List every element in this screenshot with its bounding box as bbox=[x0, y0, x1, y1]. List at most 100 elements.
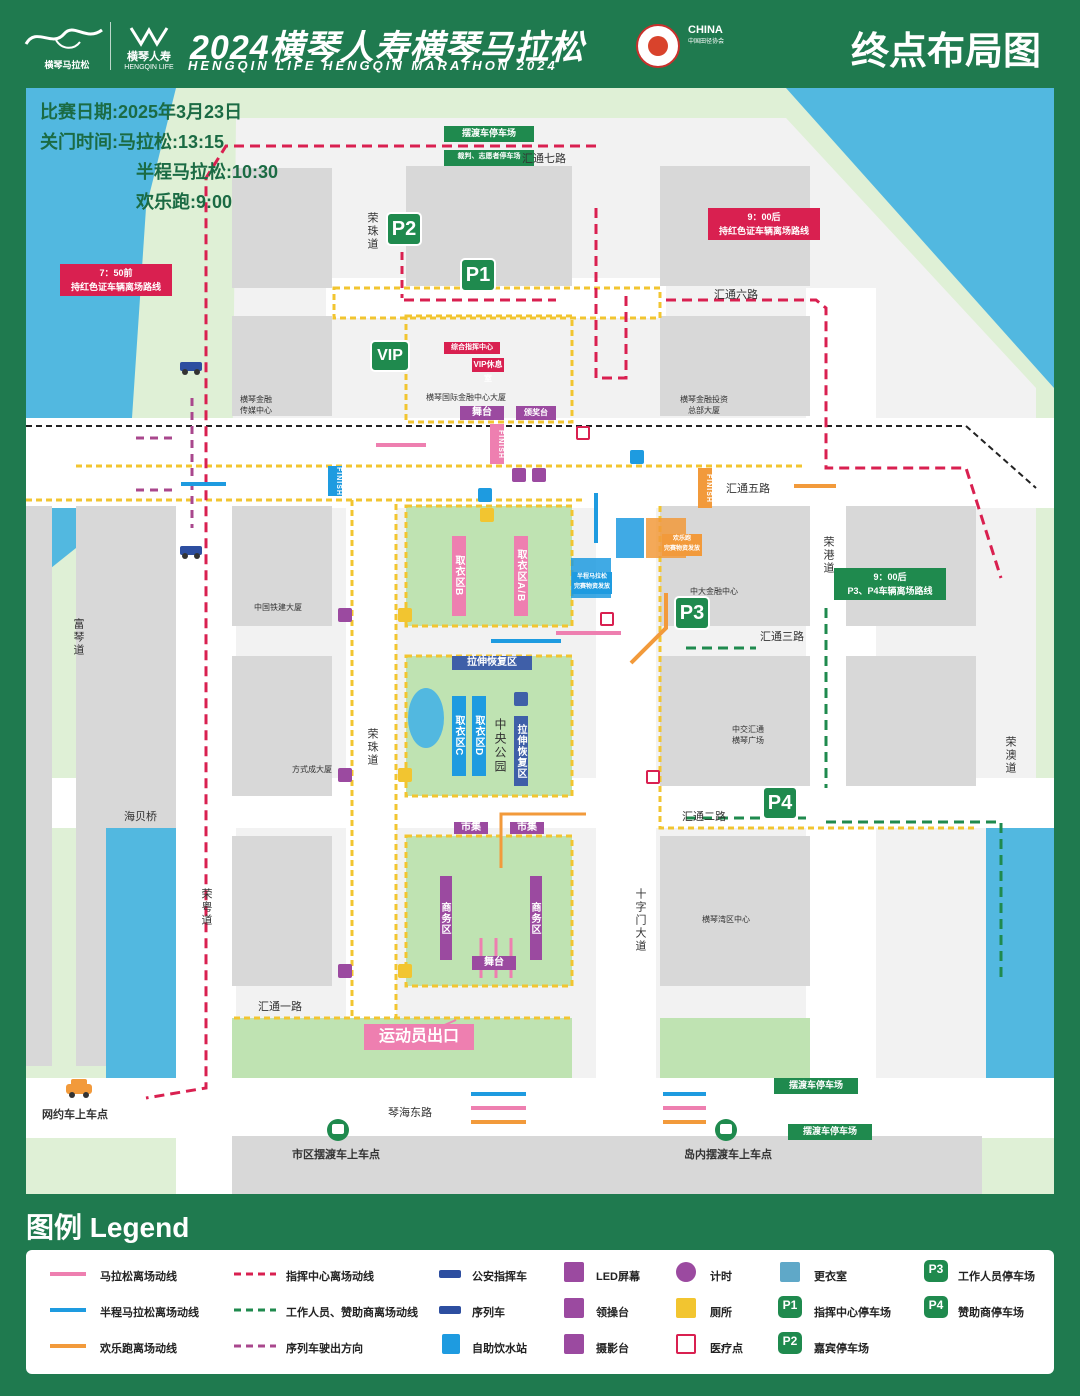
pickup-zone-c: 取衣区C bbox=[452, 696, 466, 776]
legend-sequence-car: 序列车 bbox=[472, 1307, 505, 1319]
parking-p4: P4 bbox=[762, 786, 798, 820]
legend-panel: 马拉松离场动线 半程马拉松离场动线 欢乐跑离场动线 指挥中心离场动线 工作人员、… bbox=[26, 1250, 1054, 1374]
stage-finish: 舞台 bbox=[460, 406, 504, 420]
hengqin-life-logo: 横琴人寿 HENGQIN LIFE bbox=[118, 20, 180, 72]
header-bar: 横琴马拉松 横琴人寿 HENGQIN LIFE 2024横琴人寿横琴马拉松 HE… bbox=[0, 0, 1080, 88]
medical-point-icon bbox=[646, 770, 660, 784]
medical-icon bbox=[676, 1334, 696, 1354]
race-date: 比赛日期:2025年3月23日 bbox=[40, 102, 243, 122]
parking-vip: VIP bbox=[370, 340, 410, 372]
pickup-zone-d: 取衣区D bbox=[472, 696, 486, 776]
market-stall-2: 市集 bbox=[510, 822, 544, 834]
business-zone-2: 商务区 bbox=[529, 876, 542, 960]
finish-line-marathon: FINISH bbox=[490, 424, 504, 464]
sequence-car-icon bbox=[439, 1306, 461, 1314]
legend-led-screen: LED屏幕 bbox=[596, 1271, 640, 1283]
building-jinrong-media: 横琴金融 传媒中心 bbox=[240, 395, 272, 415]
island-shuttle-pickup: 岛内摆渡车上车点 bbox=[684, 1149, 772, 1161]
building-zhongjiao: 中交汇通 横琴广场 bbox=[732, 725, 764, 745]
legend-photo-stage: 摄影台 bbox=[596, 1343, 629, 1355]
fun-finisher-pickup: 欢乐跑 完赛物资发放 bbox=[662, 534, 702, 556]
taxi-icon bbox=[66, 1079, 92, 1098]
legend-sequence-direction: 序列车驶出方向 bbox=[286, 1343, 363, 1355]
dragon-logo-icon bbox=[24, 28, 103, 49]
china-logo-text: CHINA bbox=[688, 24, 723, 36]
toilet-icon bbox=[398, 608, 412, 622]
water-station-icon bbox=[442, 1334, 460, 1354]
warmup-stage-icon bbox=[338, 608, 352, 622]
finish-area-map: 比赛日期:2025年3月23日 关门时间:马拉松:13:15 半程马拉松:10:… bbox=[26, 88, 1054, 1194]
island-bus-icon bbox=[715, 1119, 737, 1141]
police-car-icon bbox=[439, 1270, 461, 1278]
referee-parking-tag: 裁判、志愿者停车场 bbox=[444, 150, 534, 166]
road-huitong-1: 汇通一路 bbox=[258, 1001, 302, 1013]
event-title-en: HENGQIN LIFE HENGQIN MARATHON 2024 bbox=[188, 58, 558, 73]
central-park-label: 中央公园 bbox=[493, 718, 507, 774]
legend-guest-parking: 嘉宾停车场 bbox=[814, 1343, 869, 1355]
road-rongao: 荣澳道 bbox=[1004, 736, 1016, 775]
note-before-750: 7：50前 持红色证车辆离场路线 bbox=[60, 264, 172, 296]
map-base-layer bbox=[26, 88, 1054, 1194]
legend-swatches bbox=[50, 1272, 276, 1348]
road-rongzhu: 荣珠道 bbox=[366, 728, 378, 767]
legend-p2-icon: P2 bbox=[778, 1332, 802, 1354]
toilet-icon bbox=[676, 1298, 696, 1318]
command-center: 综合指挥中心 bbox=[444, 342, 500, 354]
shuttle-parking-tag-1: 摆渡车停车场 bbox=[444, 126, 534, 142]
road-rongzhu-top: 荣珠道 bbox=[366, 212, 378, 251]
warmup-stage-icon bbox=[338, 768, 352, 782]
toilet-icon bbox=[398, 964, 412, 978]
road-ronggang: 荣港道 bbox=[822, 536, 834, 575]
legend-command-route: 指挥中心离场动线 bbox=[286, 1271, 374, 1283]
legend-warmup-stage: 领操台 bbox=[596, 1307, 629, 1319]
warmup-stage-icon bbox=[564, 1298, 584, 1318]
note-after-900-green: 9：00后 P3、P4车辆离场路线 bbox=[834, 568, 946, 600]
road-huitong-5: 汇通五路 bbox=[726, 483, 770, 495]
road-huitong-2: 汇通二路 bbox=[682, 811, 726, 823]
legend-police-car: 公安指挥车 bbox=[472, 1271, 527, 1283]
award-podium: 颁奖台 bbox=[516, 406, 556, 420]
toilet-icon bbox=[480, 508, 494, 522]
medical-point-icon bbox=[576, 426, 590, 440]
building-intl-finance: 横琴国际金融中心大厦 bbox=[426, 393, 506, 402]
toilet-icon bbox=[398, 768, 412, 782]
legend-p3-icon: P3 bbox=[924, 1260, 948, 1282]
led-screen-icon bbox=[532, 468, 546, 482]
parking-p2: P2 bbox=[386, 212, 422, 246]
warmup-stage-icon bbox=[338, 964, 352, 978]
road-huitong-7: 汇通七路 bbox=[522, 153, 566, 165]
page-title: 终点布局图 bbox=[850, 31, 1041, 73]
photo-stage-icon bbox=[564, 1334, 584, 1354]
legend-p1-icon: P1 bbox=[778, 1296, 802, 1318]
pickup-zone-ab: 取衣区A/B bbox=[514, 536, 528, 616]
stage-park: 舞台 bbox=[472, 956, 516, 970]
hengqin-marathon-logo: 横琴马拉松 bbox=[22, 18, 106, 72]
parking-p3: P3 bbox=[674, 596, 710, 630]
sponsor-name-en: HENGQIN LIFE bbox=[124, 64, 174, 71]
legend-water-station: 自助饮水站 bbox=[472, 1343, 527, 1355]
shuttle-parking-tag-3: 摆渡车停车场 bbox=[788, 1124, 872, 1140]
legend-command-parking: 指挥中心停车场 bbox=[814, 1307, 891, 1319]
road-fuqin: 富琴道 bbox=[72, 618, 84, 657]
business-zone-1: 商务区 bbox=[439, 876, 452, 960]
medical-point-icon bbox=[600, 612, 614, 626]
city-bus-icon bbox=[327, 1119, 349, 1141]
market-stall-1: 市集 bbox=[454, 822, 488, 834]
road-shizimen: 十字门大道 bbox=[634, 888, 646, 953]
building-tiejian: 中国铁建大厦 bbox=[254, 603, 302, 612]
water-station-icon bbox=[630, 450, 644, 464]
finish-line-half: FINISH bbox=[328, 466, 342, 496]
legend-timing: 计时 bbox=[710, 1271, 732, 1283]
photo-stage-icon bbox=[512, 468, 526, 482]
sequence-car-icon bbox=[180, 546, 202, 559]
led-screen-icon bbox=[564, 1262, 584, 1282]
legend-p4-icon: P4 bbox=[924, 1296, 948, 1318]
closing-time-fun-run: 欢乐跑:9:00 bbox=[136, 192, 233, 212]
changing-room-icon bbox=[780, 1262, 800, 1282]
shuttle-parking-tag-2: 摆渡车停车场 bbox=[774, 1078, 858, 1094]
water-station-icon bbox=[478, 488, 492, 502]
closing-time-half: 半程马拉松:10:30 bbox=[136, 162, 279, 182]
legend-fun-route: 欢乐跑离场动线 bbox=[100, 1343, 177, 1355]
city-shuttle-pickup: 市区摆渡车上车点 bbox=[292, 1149, 380, 1161]
legend-sponsor-parking: 赞助商停车场 bbox=[958, 1307, 1024, 1319]
